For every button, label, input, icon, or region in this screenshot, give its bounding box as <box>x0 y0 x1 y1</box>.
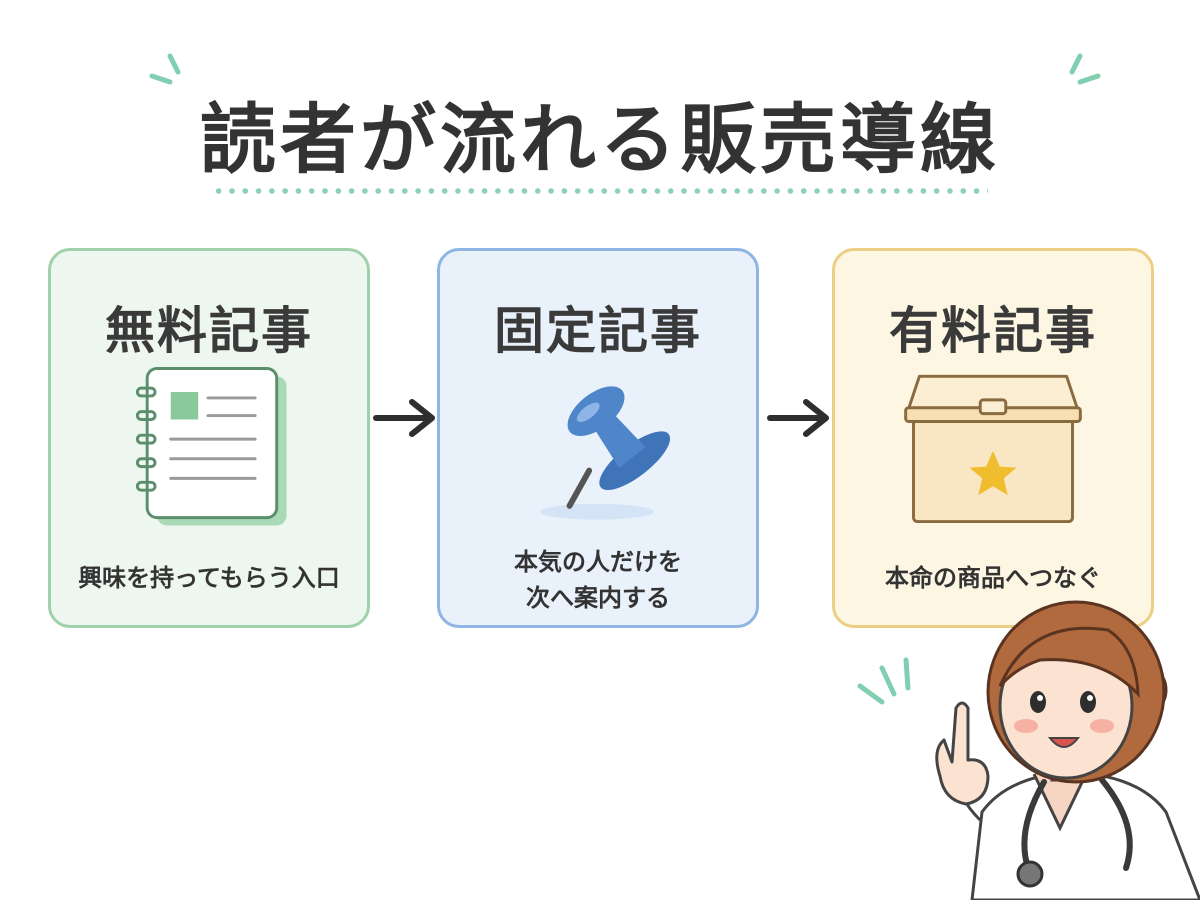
page-title: 読者が流れる販売導線 <box>200 95 1000 184</box>
arrow-right-icon <box>767 399 829 437</box>
card-description-line: 次へ案内する <box>526 584 670 612</box>
card-free-article: 無料記事 興味を持ってもらう入口 <box>48 248 370 628</box>
sparkle-right-icon <box>1069 53 1101 85</box>
title-area: 読者が流れる販売導線 <box>0 0 1200 210</box>
card-paid-article: 有料記事 本命の商品へつなぐ <box>832 248 1154 628</box>
pushpin-icon <box>540 386 671 520</box>
card-description-line: 本気の人だけを <box>514 548 682 576</box>
card-title: 有料記事 <box>889 302 1097 360</box>
sparkle-left-icon <box>149 53 181 85</box>
treasure-box-icon <box>904 374 1082 524</box>
nurse-illustration <box>857 600 1200 900</box>
card-title: 固定記事 <box>494 302 702 360</box>
card-pinned-article: 固定記事 本気の人だけを 次へ案内する <box>437 248 759 628</box>
arrow-right-icon <box>373 399 435 437</box>
card-description: 興味を持ってもらう入口 <box>78 564 340 592</box>
card-title: 無料記事 <box>105 302 313 360</box>
sparkle-icon <box>857 657 911 705</box>
title-dotted-underline <box>212 188 988 194</box>
notebook-icon <box>135 367 287 526</box>
card-description: 本命の商品へつなぐ <box>885 564 1101 592</box>
card-description: 本気の人だけを 次へ案内する <box>440 544 756 616</box>
